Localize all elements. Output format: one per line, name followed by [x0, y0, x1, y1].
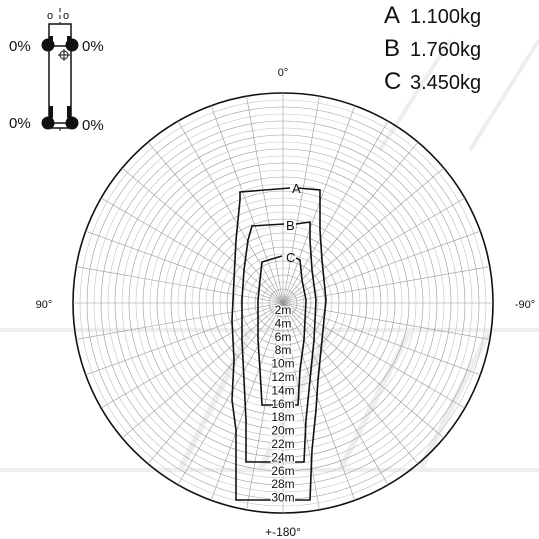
outrigger-diagram: o o 0% 0% 0% 0% — [9, 8, 104, 134]
curve-b — [241, 221, 317, 463]
grid-spoke — [246, 302, 284, 510]
radius-label: 8m — [275, 343, 292, 357]
outrigger-percent-rear-right: 0% — [82, 117, 104, 134]
legend-value-c: 3.450kg — [410, 72, 481, 94]
radius-label: 12m — [271, 370, 294, 384]
grid-spoke — [282, 141, 419, 304]
radius-label: 30m — [271, 491, 294, 505]
grid-spoke — [282, 302, 356, 501]
curve-label-c: C — [286, 250, 295, 265]
outrigger-front-left — [41, 38, 55, 52]
grid-spoke — [210, 302, 284, 501]
load-legend: A 1.100kg B 1.760kg C 3.450kg — [384, 2, 481, 95]
legend-key-a: A — [384, 2, 400, 29]
grid-spoke — [76, 266, 284, 304]
radius-label: 18m — [271, 410, 294, 424]
radius-label: 28m — [271, 477, 294, 491]
grid-spoke — [121, 302, 284, 439]
grid-spoke — [282, 96, 320, 304]
legend-key-b: B — [384, 35, 400, 62]
angle-label-bottom: +-180° — [265, 525, 301, 539]
grid-spoke — [76, 302, 284, 340]
angle-label-right: -90° — [515, 299, 535, 311]
top-circle-label-left: o — [47, 10, 53, 22]
outrigger-rear-right — [65, 116, 79, 130]
curve-labels: A B C — [286, 181, 301, 265]
curve-a — [231, 187, 327, 501]
outrigger-percent-front-left: 0% — [9, 38, 31, 55]
grid-spoke — [177, 302, 284, 486]
radius-label: 24m — [271, 450, 294, 464]
outrigger-percent-rear-left: 0% — [9, 115, 31, 132]
radius-label: 14m — [271, 383, 294, 397]
radius-label: 2m — [275, 303, 292, 317]
legend-value-a: 1.100kg — [410, 6, 481, 28]
load-curves — [231, 187, 327, 501]
grid-spoke — [282, 167, 445, 304]
radius-label: 4m — [275, 316, 292, 330]
legend-value-b: 1.760kg — [410, 39, 481, 61]
radius-label: 20m — [271, 424, 294, 438]
radius-label: 16m — [271, 397, 294, 411]
grid-spoke — [177, 120, 284, 304]
angle-labels: 0° 90° -90° +-180° — [36, 67, 535, 539]
outrigger-rear-left — [41, 116, 55, 130]
grid-spoke — [85, 302, 284, 376]
curve-c — [257, 255, 307, 406]
curve-label-b: B — [286, 218, 295, 233]
grid-spoke — [85, 230, 284, 304]
grid-spoke — [210, 105, 284, 304]
radius-labels: 2m4m6m8m10m12m14m16m18m20m22m24m26m28m30… — [270, 302, 296, 506]
grid-spoke — [282, 105, 356, 304]
grid-spoke — [282, 302, 320, 510]
outrigger-percent-front-right: 0% — [82, 38, 104, 55]
grid-spoke — [282, 302, 490, 340]
grid-spoke — [121, 167, 284, 304]
grid-spoke — [282, 302, 445, 439]
grid-spoke — [282, 230, 481, 304]
angle-label-top: 0° — [278, 67, 289, 79]
top-circle-label-right: o — [63, 10, 69, 22]
grid-spoke — [282, 266, 490, 304]
legend-key-c: C — [384, 68, 401, 95]
grid-spoke — [246, 96, 284, 304]
curve-label-a: A — [292, 181, 301, 196]
radius-label: 6m — [275, 330, 292, 344]
outrigger-front-right — [65, 38, 79, 52]
grid-spoke — [282, 302, 389, 486]
radius-label: 10m — [271, 357, 294, 371]
grid-spoke — [282, 302, 466, 409]
angle-label-left: 90° — [36, 299, 53, 311]
radius-label: 22m — [271, 437, 294, 451]
grid-spoke — [147, 302, 284, 465]
grid-spoke — [100, 197, 284, 304]
grid-spoke — [100, 302, 284, 409]
grid-spoke — [282, 302, 419, 465]
polar-grid — [72, 92, 494, 514]
radius-label: 26m — [271, 464, 294, 478]
